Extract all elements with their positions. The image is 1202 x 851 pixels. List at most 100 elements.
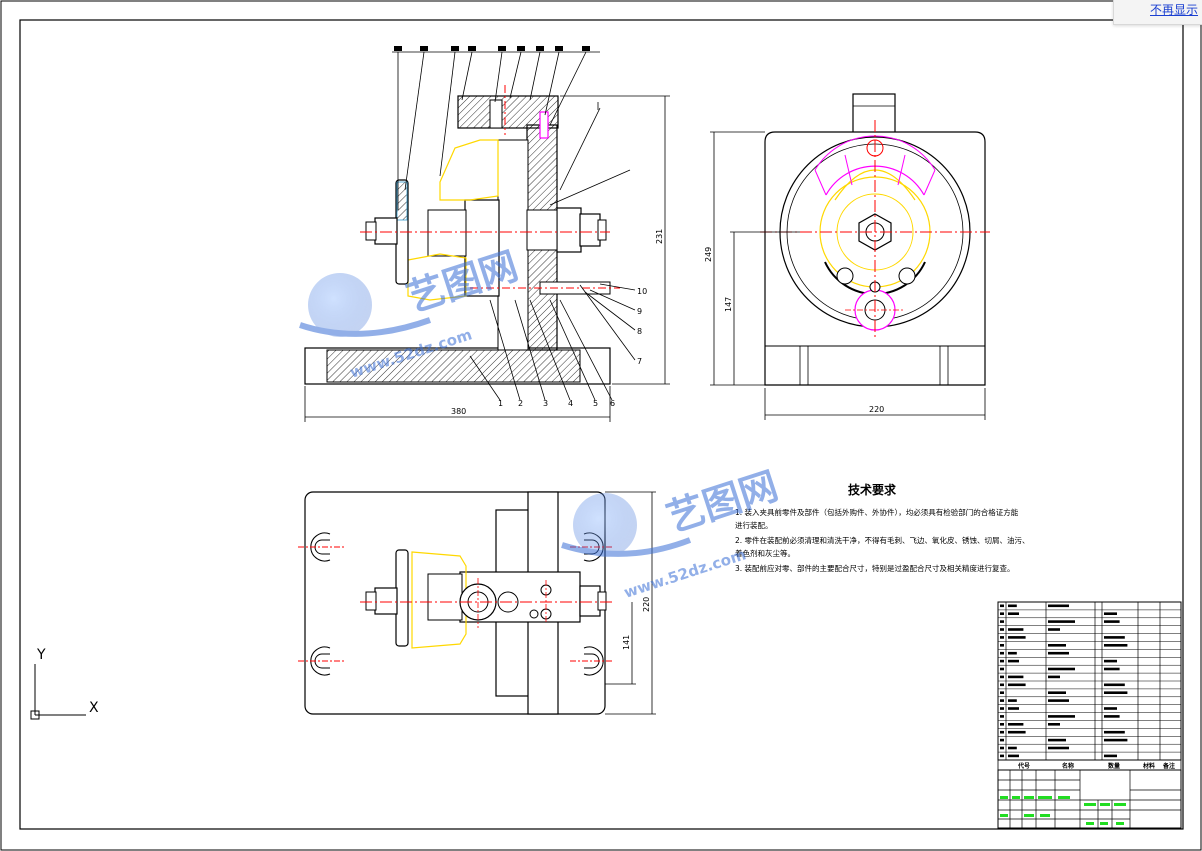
parts-header-name: 名称	[1062, 762, 1074, 770]
top-dimensions	[605, 491, 656, 715]
parts-cell-text	[1104, 667, 1120, 671]
top-slot-left-lower	[298, 646, 345, 676]
right-nut	[579, 213, 601, 247]
front-leader-labels: 1 2 3 4 5 6 7 8 9 10	[498, 287, 647, 408]
parts-cell-text	[1048, 644, 1066, 647]
parts-cell-text	[1008, 651, 1017, 655]
watermark-globe-icon	[308, 273, 372, 337]
screw-end	[365, 221, 377, 241]
front-view	[304, 85, 620, 385]
parts-row-number	[1000, 738, 1004, 742]
parts-row-number	[1000, 746, 1004, 750]
parts-row-number	[1000, 667, 1004, 671]
parts-row-number	[1000, 707, 1004, 710]
pin-section	[539, 111, 549, 139]
parts-cell-text	[1008, 604, 1017, 608]
front-leaders-top	[392, 51, 600, 210]
parts-cell-text	[1048, 715, 1075, 718]
parts-row-number	[1000, 723, 1004, 726]
parts-cell-text	[1104, 738, 1128, 742]
leader-label-6: 6	[610, 399, 615, 408]
leader-label-4: 4	[568, 399, 573, 408]
parts-header-qty: 数量	[1108, 762, 1120, 770]
front-leader-tags-top	[394, 46, 590, 51]
parts-header-code: 代号	[1017, 762, 1030, 770]
parts-cell-text	[1048, 628, 1060, 631]
parts-cell-text	[1008, 659, 1019, 663]
parts-cell-text	[1048, 675, 1060, 679]
parts-row-number	[1000, 659, 1004, 663]
parts-cell-text	[1008, 730, 1026, 734]
parts-cell-text	[1104, 707, 1117, 710]
parts-cell-text	[1008, 636, 1026, 639]
tech-requirements: 技术要求 1. 装入夹具前零件及部件（包括外购件、外协件），均必须具有检验部门的…	[735, 482, 1030, 573]
top-locating-pin	[427, 573, 463, 621]
ucs-y-label: Y	[36, 647, 46, 663]
parts-cell-text	[1008, 723, 1024, 726]
clamp-screw-head	[489, 99, 503, 129]
dim-front-height: 231	[655, 229, 664, 244]
parts-cell-text	[1048, 699, 1069, 702]
side-dimensions	[710, 131, 986, 420]
parts-cell-text	[1104, 691, 1128, 694]
parts-cell-text	[1104, 612, 1117, 615]
parts-cell-text	[1104, 730, 1125, 734]
top-slot-right-lower	[570, 646, 612, 676]
body-bore	[526, 209, 558, 251]
leader-label-9: 9	[637, 307, 642, 316]
parts-cell-text	[1104, 636, 1125, 639]
tech-line-2: 进行装配。	[735, 520, 773, 530]
parts-cell-text	[1008, 707, 1019, 710]
parts-row-number	[1000, 715, 1004, 718]
dim-top-width: 220	[642, 597, 651, 612]
leader-label-7: 7	[637, 357, 642, 366]
parts-cell-text	[1048, 620, 1075, 623]
top-view	[298, 491, 612, 715]
side-top-screw-head	[852, 93, 896, 135]
parts-cell-text	[1048, 746, 1069, 750]
dismiss-link[interactable]: 不再显示	[1150, 3, 1199, 17]
parts-row-number	[1000, 620, 1004, 623]
parts-row-number	[1000, 636, 1004, 639]
parts-cell-text	[1104, 644, 1128, 647]
tech-line-5: 3. 装配前应对零、部件的主要配合尺寸，特别是过盈配合尺寸及相关精度进行复查。	[735, 563, 1015, 573]
top-handwheel	[395, 549, 409, 647]
top-workpiece-phantom	[411, 551, 467, 649]
parts-cell-text	[1048, 738, 1066, 742]
title-block	[997, 769, 1182, 829]
parts-row-number	[1000, 612, 1004, 615]
parts-row-number	[1000, 604, 1004, 608]
parts-cell-text	[1008, 699, 1017, 702]
parts-cell-text	[1008, 675, 1024, 679]
front-dimensions	[304, 95, 670, 422]
dismiss-banner: 不再显示	[1113, 0, 1202, 25]
parts-cell-text	[1104, 715, 1120, 718]
tech-line-4: 着色剂和灰尘等。	[735, 548, 795, 558]
workpiece-phantom-lower	[407, 253, 467, 301]
left-nut	[374, 217, 398, 245]
parts-row-number	[1000, 644, 1004, 647]
leader-label-2: 2	[518, 399, 523, 408]
locating-block	[464, 199, 500, 297]
dim-front-width: 380	[451, 407, 466, 416]
tech-requirements-title: 技术要求	[848, 482, 897, 497]
parts-list-rows	[998, 604, 1181, 758]
parts-row-number	[1000, 683, 1004, 687]
handwheel-hub-section	[396, 181, 408, 221]
parts-cell-text	[1048, 723, 1060, 726]
ucs-icon: Y X	[30, 647, 99, 720]
parts-cell-text	[1008, 683, 1026, 687]
parts-cell-text	[1048, 604, 1069, 608]
dim-side-height-total: 249	[704, 247, 713, 262]
dim-side-width: 220	[869, 405, 884, 414]
parts-row-number	[1000, 651, 1004, 655]
locating-pin-body	[427, 209, 467, 257]
side-view	[760, 93, 990, 386]
ucs-x-label: X	[89, 700, 99, 716]
leader-label-10: 10	[637, 287, 647, 296]
parts-row-number	[1000, 691, 1004, 694]
parts-list-header: 代号 名称 数量 材料 备注	[997, 759, 1182, 771]
parts-cell-text	[1104, 620, 1120, 623]
parts-cell-text	[1048, 651, 1069, 655]
